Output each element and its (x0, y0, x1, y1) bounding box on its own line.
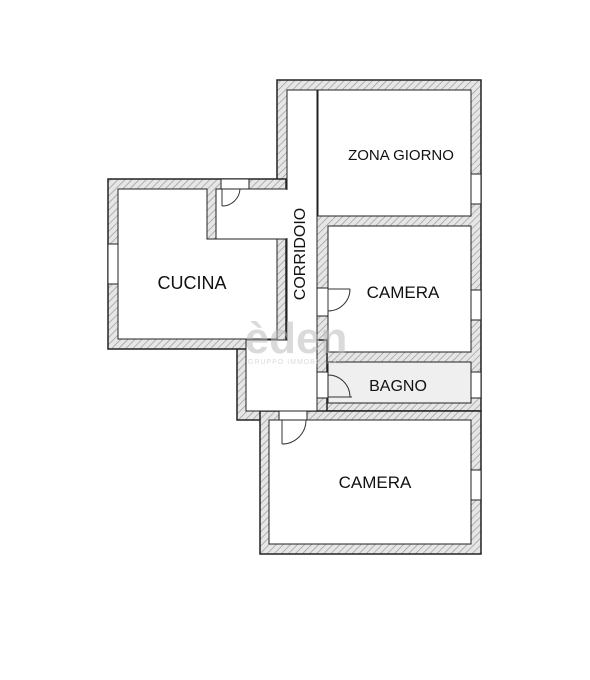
floors (117, 89, 472, 545)
cucina-connector-join (278, 190, 296, 238)
watermark-logo: èden (245, 314, 348, 363)
window-cucina (107, 243, 119, 285)
door-cucina (220, 178, 250, 207)
floor-corridoio-bottom (245, 339, 318, 412)
door-bagno (316, 371, 352, 399)
windows (107, 173, 482, 501)
label-cucina: CUCINA (157, 273, 226, 293)
floor-bagno (327, 361, 472, 404)
cucina-join (217, 190, 227, 238)
label-camera-lower: CAMERA (339, 473, 412, 492)
window-zona-giorno (470, 173, 482, 205)
doors (220, 178, 352, 445)
label-corridoio: CORRIDOIO (292, 208, 309, 300)
corridoio-join (288, 330, 316, 350)
floor-zona-giorno (317, 89, 472, 217)
watermark-tagline: GRUPPO IMMOBILIARE (248, 359, 344, 366)
floor-camera-lower (268, 419, 472, 545)
label-camera-upper: CAMERA (367, 283, 440, 302)
window-camera-upper (470, 289, 482, 321)
watermark: èden GRUPPO IMMOBILIARE (245, 314, 348, 366)
room-labels: ZONA GIORNO CORRIDOIO CUCINA CAMERA BAGN… (157, 147, 453, 492)
door-camera-lower (278, 410, 308, 445)
label-bagno: BAGNO (369, 378, 427, 395)
label-zona-giorno: ZONA GIORNO (348, 147, 454, 164)
window-camera-lower (470, 469, 482, 501)
window-bagno (470, 371, 482, 399)
door-camera-upper (316, 287, 351, 317)
floor-camera-upper (327, 225, 472, 353)
